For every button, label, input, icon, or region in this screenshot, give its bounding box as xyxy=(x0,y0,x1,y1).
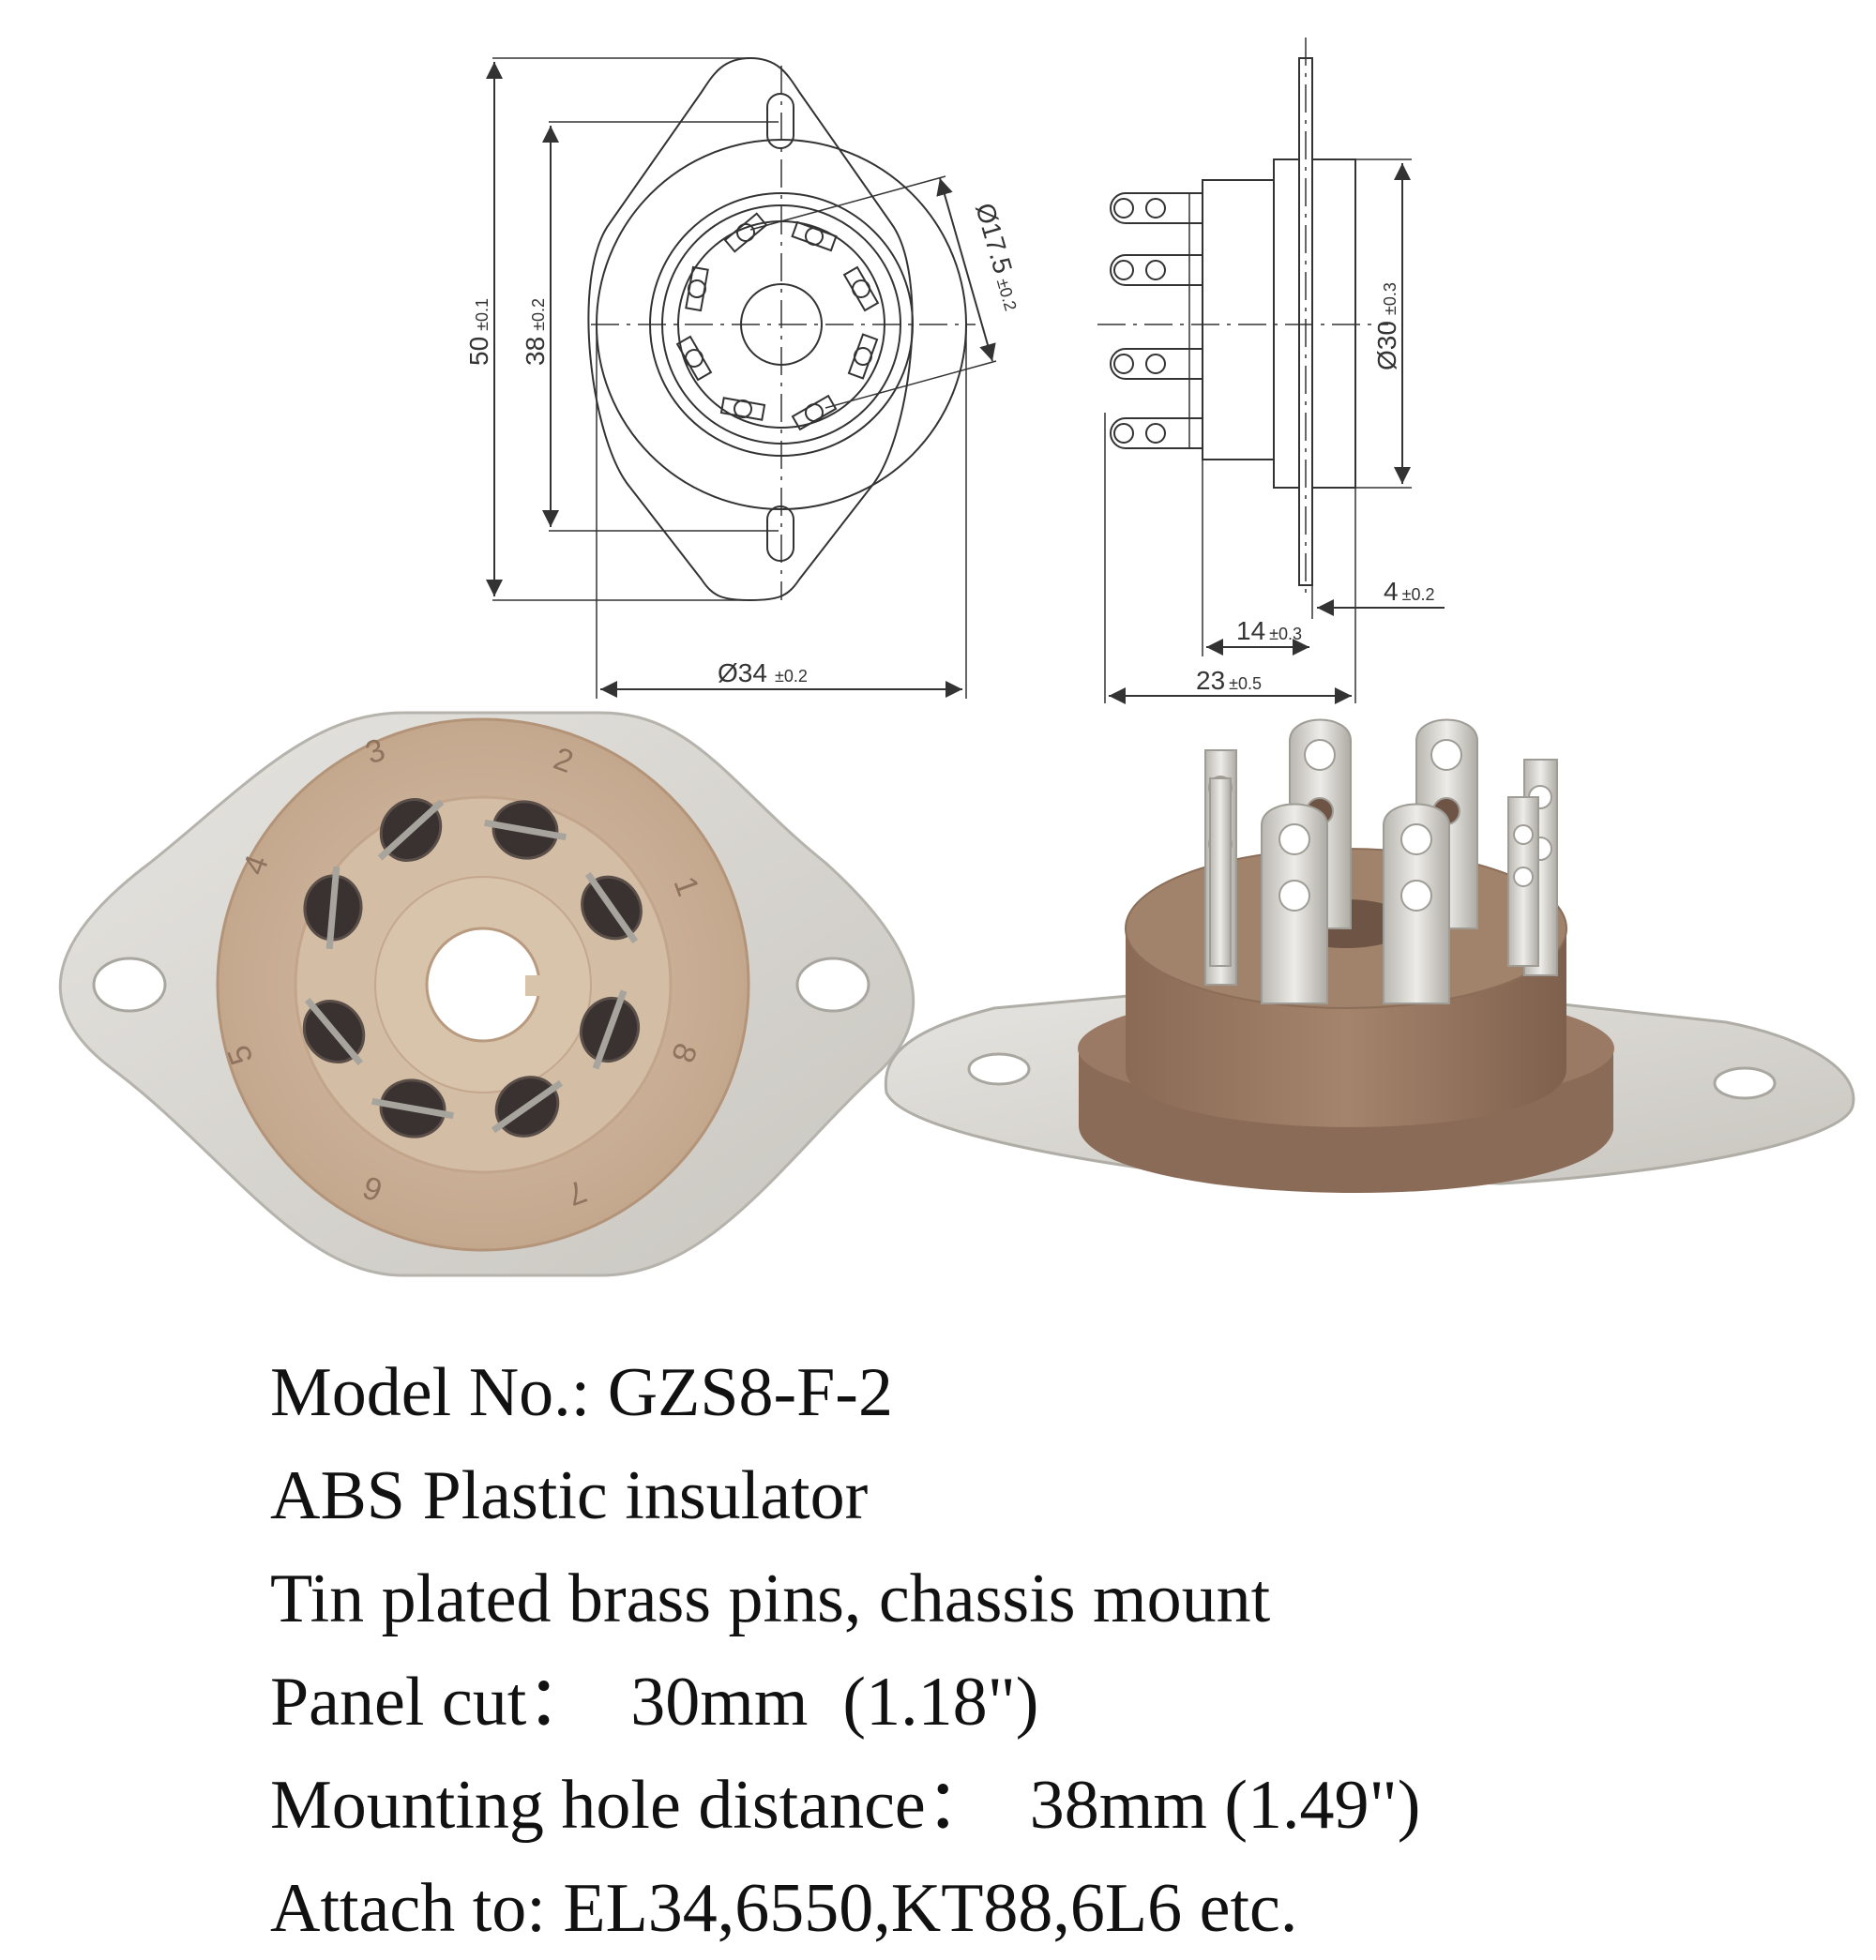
socket-angled-photo xyxy=(884,718,1855,1193)
dim-14-label: 14±0.3 xyxy=(1236,616,1302,645)
spec-panel-cut: Panel cut： 30mm (1.18") xyxy=(270,1664,1039,1741)
angled-pin-6 xyxy=(1383,803,1450,1004)
side-body-back xyxy=(1311,158,1356,489)
front-mount-slot-bottom xyxy=(766,505,794,562)
spec-insulator: ABS Plastic insulator xyxy=(270,1457,869,1534)
dim-23-label: 23±0.5 xyxy=(1196,666,1262,695)
angled-pins xyxy=(1204,718,1558,1004)
dim-17-5-label: Ø17.5±0.2 xyxy=(970,200,1028,313)
angled-pin-8 xyxy=(1209,777,1232,967)
dim-34-label: Ø34±0.2 xyxy=(718,658,808,687)
angled-pin-5 xyxy=(1261,803,1328,1004)
front-pin-symbols xyxy=(675,212,880,431)
top-center-hole xyxy=(425,927,541,1043)
top-mount-hole-left xyxy=(92,957,167,1013)
front-flange-outline xyxy=(587,56,914,602)
dim-4-label: 4±0.2 xyxy=(1384,577,1434,606)
side-body-front xyxy=(1273,158,1300,489)
dim-50-label: 50±0.1 xyxy=(464,298,493,366)
spec-model: Model No.: GZS8-F-2 xyxy=(270,1354,893,1431)
front-mount-slot-top xyxy=(766,93,794,149)
top-mount-hole-right xyxy=(795,957,870,1013)
side-body-main xyxy=(1202,179,1275,460)
dim-38-label: 38±0.2 xyxy=(521,298,550,366)
top-contacts xyxy=(302,798,643,1138)
front-view-drawing xyxy=(486,56,997,699)
angled-pin-7 xyxy=(1507,796,1539,967)
spec-list: Model No.: GZS8-F-2 ABS Plastic insulato… xyxy=(270,1341,1818,1960)
dim-30-label: Ø30±0.3 xyxy=(1372,282,1401,370)
spec-mounting-distance: Mounting hole distance： 38mm (1.49") xyxy=(270,1767,1421,1844)
spec-attach: Attach to: EL34,6550,KT88,6L6 etc. xyxy=(270,1870,1298,1947)
front-dim-labels: 50±0.1 38±0.2 Ø34±0.2 Ø17.5±0.2 xyxy=(464,200,1028,687)
spec-pins: Tin plated brass pins, chassis mount xyxy=(270,1560,1271,1637)
product-figure: 50±0.1 38±0.2 Ø34±0.2 Ø17.5±0.2 xyxy=(58,38,1855,1277)
top-key-notch xyxy=(525,975,542,996)
socket-top-photo: 1 2 3 4 5 6 7 8 xyxy=(58,711,915,1277)
side-dim-labels: Ø30±0.3 4±0.2 14±0.3 23±0.5 xyxy=(1196,282,1434,695)
side-view-drawing xyxy=(1097,38,1445,704)
side-pins xyxy=(1110,192,1203,449)
